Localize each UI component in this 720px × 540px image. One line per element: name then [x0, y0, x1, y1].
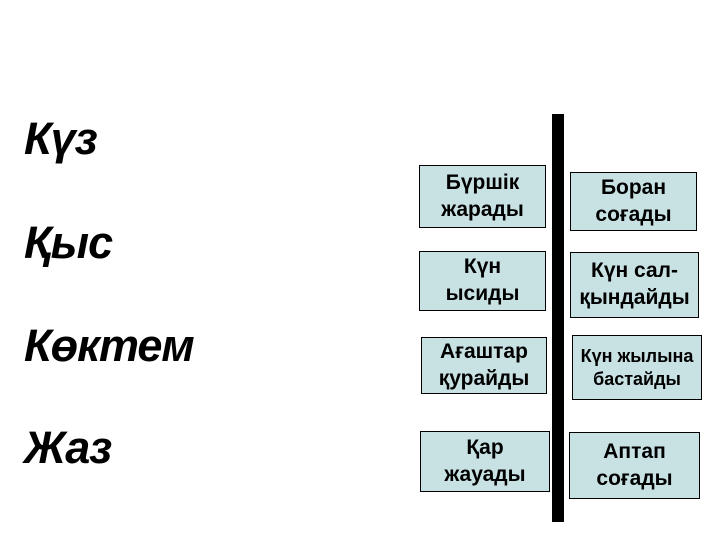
phrase-card-text: жарады	[441, 197, 524, 221]
phrase-card-left-1[interactable]: Бүршік жарады	[419, 165, 546, 228]
phrase-card-left-3[interactable]: Ағаштар қурайды	[421, 337, 547, 394]
phrase-card-text: Боран	[600, 175, 667, 199]
phrase-card-text: Ағаштар	[440, 339, 528, 363]
season-label-summer: Жаз	[24, 422, 112, 473]
phrase-card-text: Күн жылына	[580, 345, 694, 366]
season-label-autumn: Күз	[24, 113, 98, 164]
phrase-card-right-3[interactable]: Күн жылына бастайды	[572, 335, 702, 400]
phrase-card-right-4[interactable]: Аптап соғады	[569, 432, 700, 499]
season-label-winter: Қыс	[24, 217, 113, 268]
season-label-spring: Көктем	[24, 320, 195, 371]
phrase-card-text: қындайды	[579, 286, 690, 309]
phrase-card-left-2[interactable]: Күн ысиды	[419, 251, 546, 311]
phrase-card-right-1[interactable]: Боран соғады	[570, 172, 697, 231]
phrase-card-text: Аптап	[603, 439, 666, 463]
phrase-card-right-2[interactable]: Күн сал- қындайды	[570, 252, 699, 318]
phrase-card-text: ысиды	[445, 282, 520, 305]
phrase-card-left-4[interactable]: Қар жауады	[420, 431, 550, 492]
phrase-card-text: соғады	[596, 466, 673, 490]
column-divider-line	[552, 114, 564, 522]
phrase-card-text: соғады	[595, 202, 672, 226]
phrase-card-text: Бүршік	[445, 170, 520, 194]
phrase-card-text: Қар	[466, 435, 504, 459]
phrase-card-text: жауады	[444, 462, 526, 486]
phrase-card-text: Күн сал-	[591, 259, 678, 283]
phrase-card-text: қурайды	[438, 366, 530, 390]
phrase-card-text: Күн	[463, 255, 502, 279]
phrase-card-text: бастайды	[593, 368, 681, 389]
